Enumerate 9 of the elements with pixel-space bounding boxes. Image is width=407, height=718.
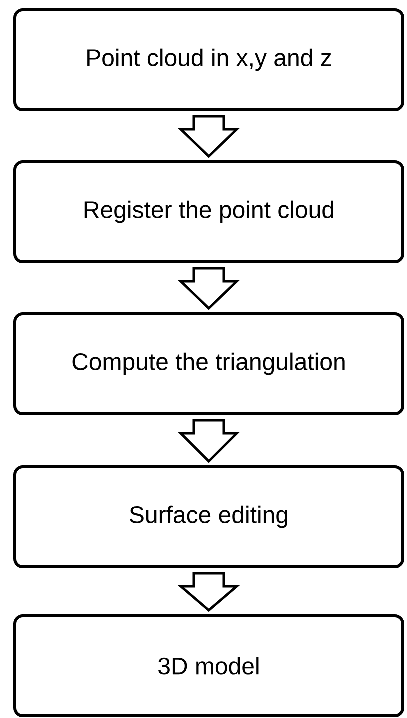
- process-box: 3D model: [14, 614, 404, 718]
- block-arrow: [178, 419, 240, 464]
- process-box: Register the point cloud: [14, 160, 404, 264]
- process-box: Surface editing: [14, 466, 404, 568]
- process-box: Point cloud in x,y and z: [14, 8, 404, 112]
- block-arrow: [178, 572, 240, 612]
- block-arrow: [178, 267, 240, 310]
- process-box: Compute the triangulation: [14, 312, 404, 416]
- block-arrow: [178, 115, 240, 158]
